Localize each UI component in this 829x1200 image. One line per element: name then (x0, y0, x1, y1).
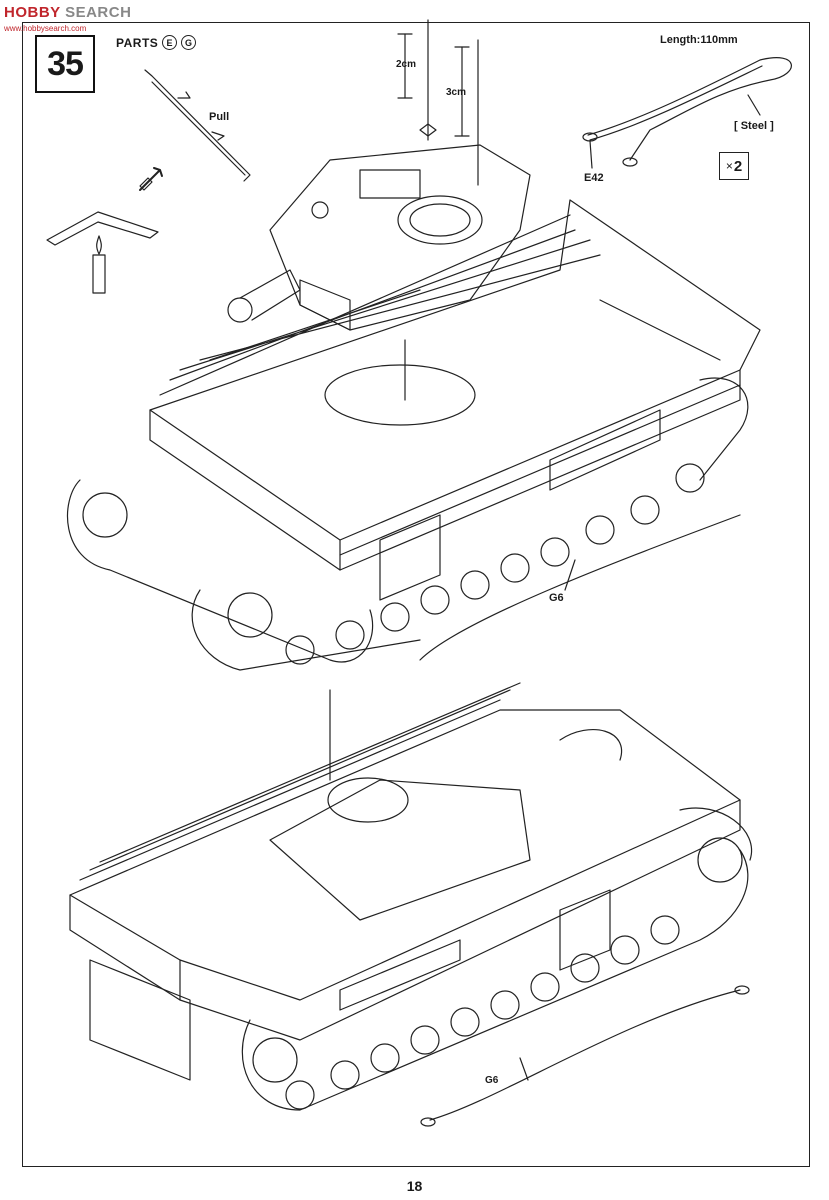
watermark-brand-text: HOBBY (4, 4, 61, 21)
quantity-value: 2 (733, 157, 743, 175)
pull-label: Pull (209, 111, 230, 123)
cable-length-label: Length:110mm (660, 34, 738, 46)
quantity-badge: × 2 (719, 152, 749, 180)
quantity-prefix: × (725, 159, 733, 173)
part-g6-top-label: G6 (549, 592, 564, 604)
parts-label: PARTS (116, 35, 159, 50)
tow-cable (582, 57, 792, 169)
part-e42-label: E42 (584, 172, 604, 184)
page-frame (22, 22, 810, 1167)
part-g6-bottom-label: G6 (485, 1075, 499, 1086)
watermark-url: www.hobbysearch.com (4, 24, 87, 33)
cable-material-label: [ Steel ] (734, 120, 774, 132)
turret-top (227, 144, 531, 331)
bend-instruction (46, 69, 251, 294)
part-code-g: G (181, 35, 197, 50)
part-code-e: E (162, 35, 178, 50)
dimension-3cm-label: 3cm (446, 87, 467, 98)
watermark-brand: HOBBY SEARCH (4, 4, 131, 21)
dimension-2cm-label: 2cm (396, 59, 417, 70)
hull-bottom (69, 682, 753, 1127)
watermark-brand-suffix: SEARCH (65, 4, 132, 21)
parts-header: PARTS E G (116, 35, 197, 50)
page-number: 18 (406, 1178, 423, 1194)
watermark: HOBBY SEARCH www.hobbysearch.com (0, 0, 170, 34)
antenna-dimensions (397, 19, 479, 186)
step-number: 35 (35, 35, 95, 93)
hull-top (66, 199, 761, 671)
